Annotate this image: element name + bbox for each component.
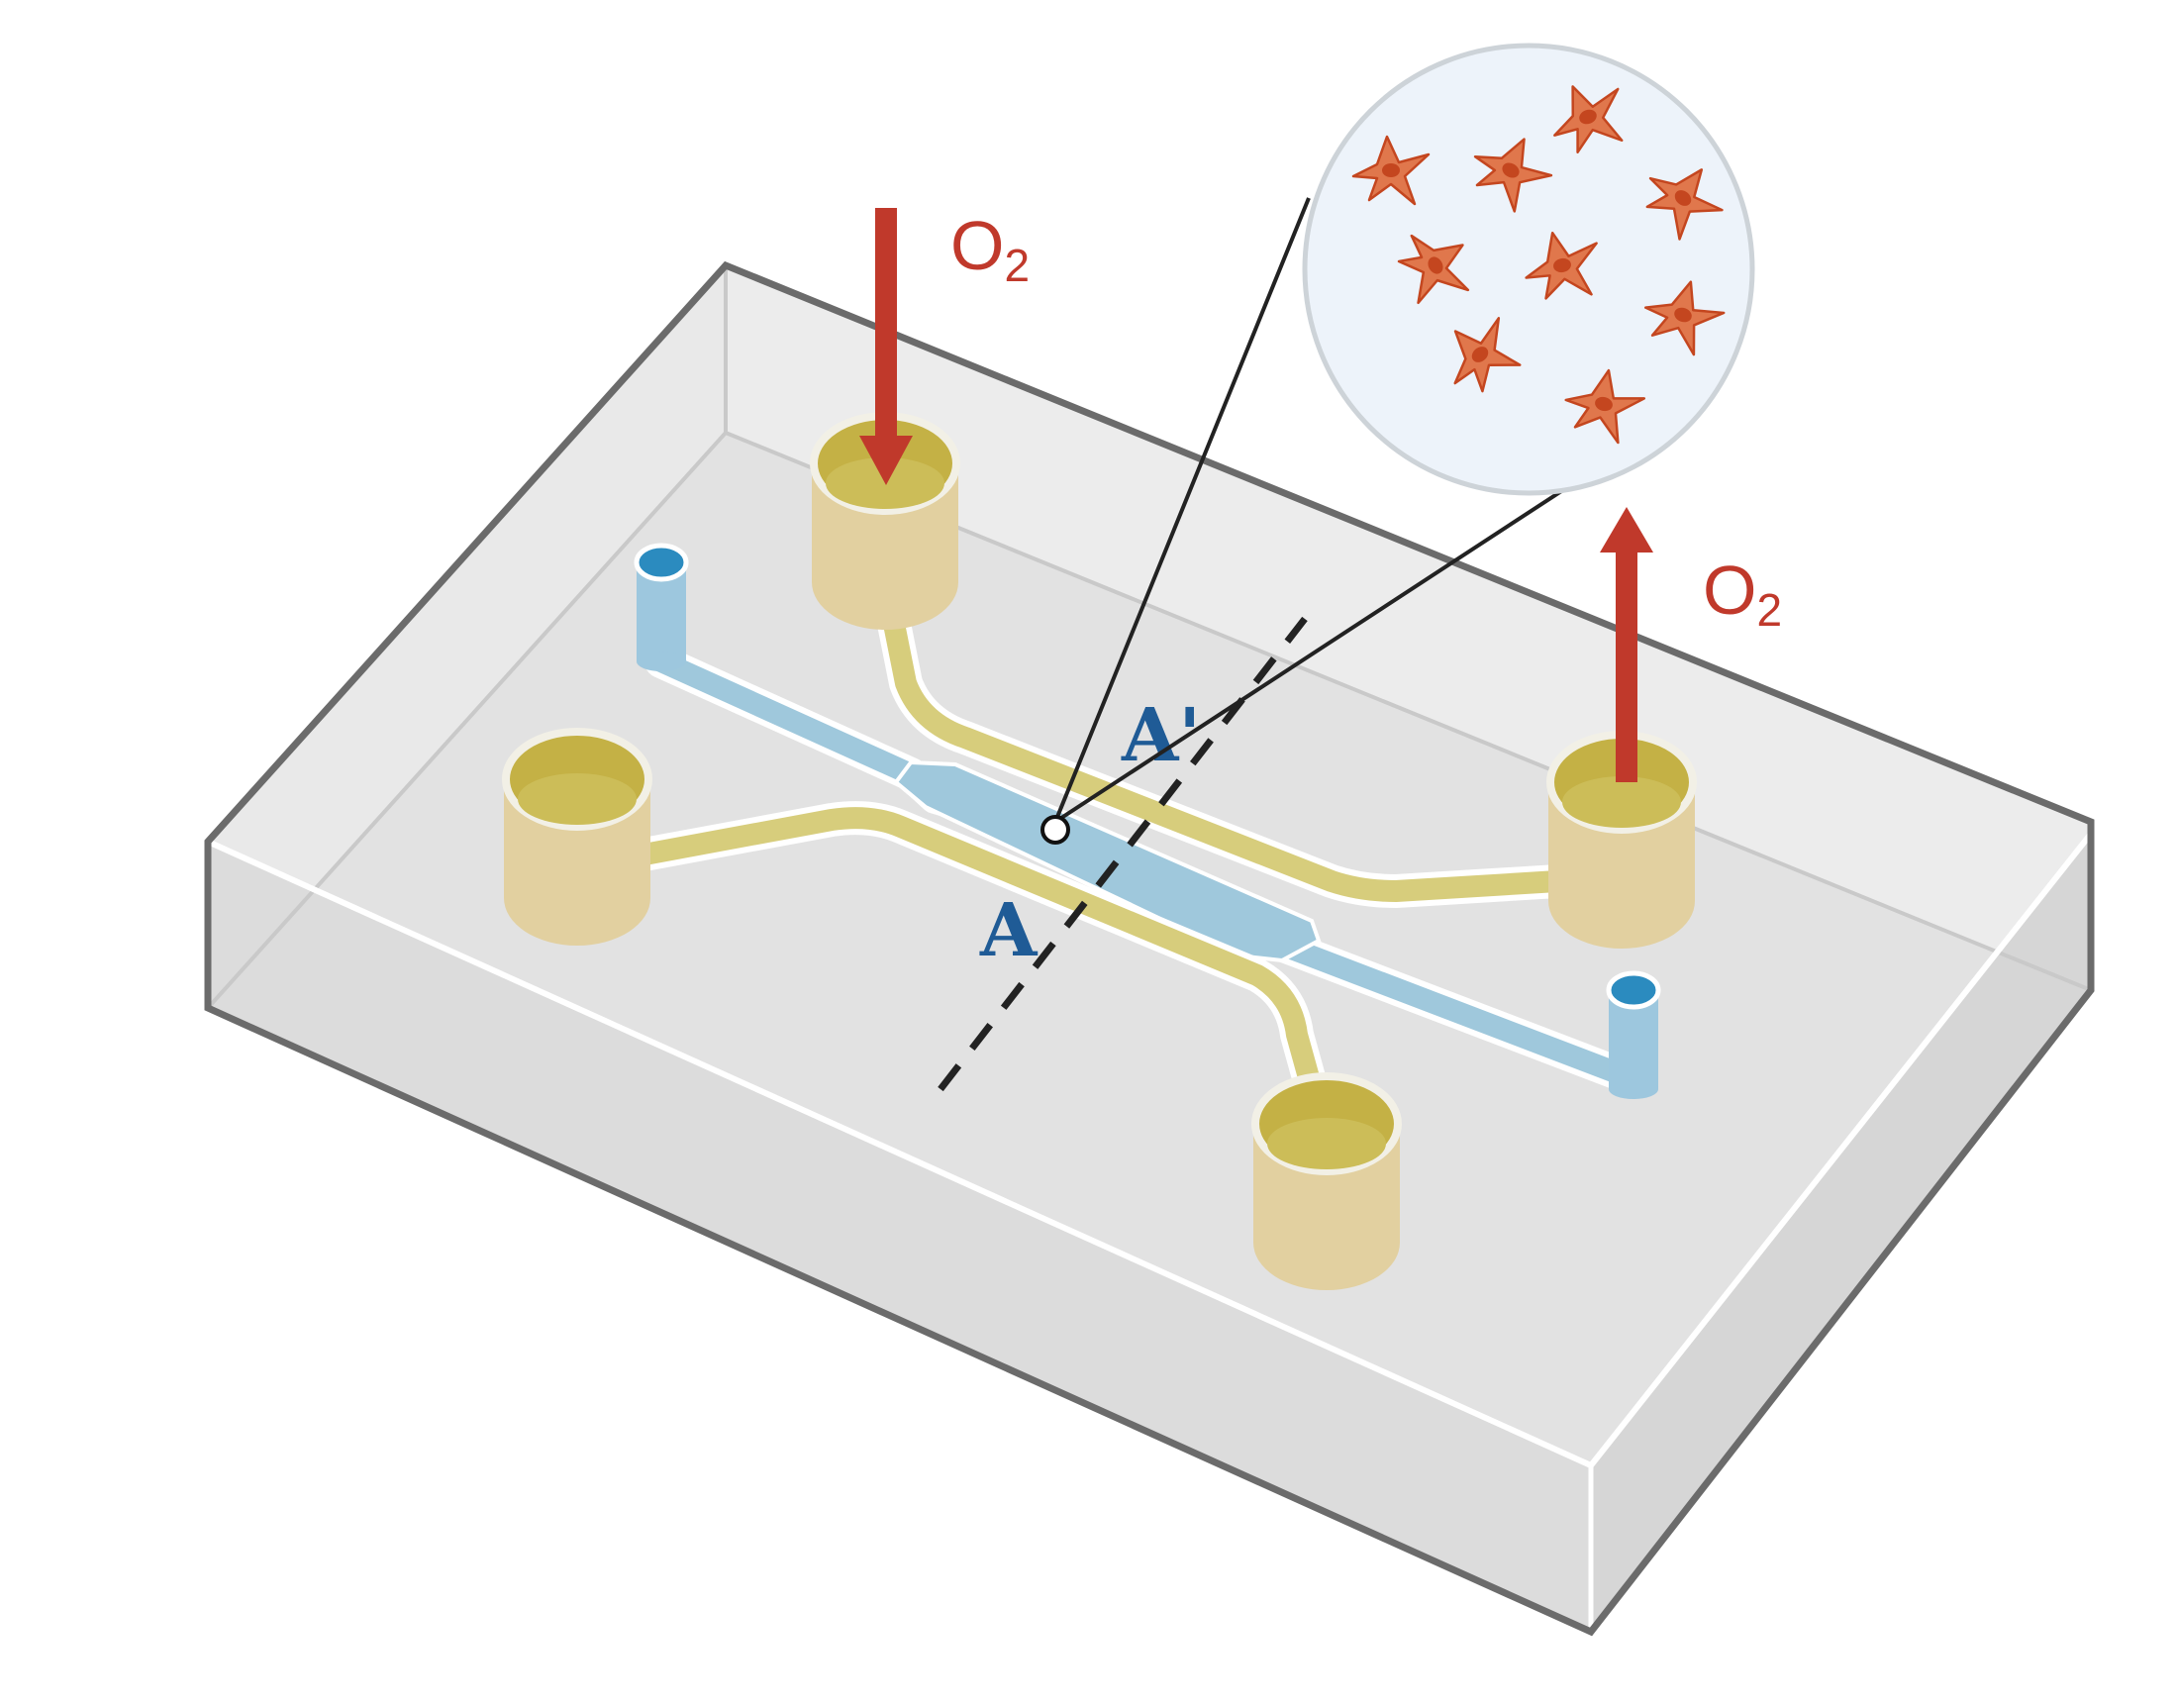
- cell-nucleus: [1553, 257, 1571, 273]
- cell-chamber: [893, 759, 1322, 963]
- blue-port-right: [1606, 970, 1661, 1099]
- chip-floor: [208, 433, 2091, 1632]
- magnifier: [1040, 43, 1755, 845]
- cell-nucleus: [1674, 307, 1692, 323]
- cell-icon: [1453, 317, 1522, 393]
- cell-icon: [1525, 231, 1598, 300]
- yellow-channel-upper: [882, 608, 1649, 902]
- cell-nucleus: [1428, 256, 1443, 274]
- yellow-channel-lower: [623, 807, 1326, 1110]
- channels: [617, 602, 1655, 1116]
- chip-block: [204, 260, 2095, 1637]
- blue-port-left: [634, 543, 689, 671]
- cell-nucleus: [1579, 109, 1597, 125]
- reservoir-right: [1546, 731, 1697, 949]
- cell-icon: [1397, 234, 1470, 305]
- cell-icon: [1645, 168, 1724, 241]
- magnifier-circle: [1302, 43, 1755, 496]
- chip-far-wall: [726, 265, 2091, 990]
- cell-icon: [1564, 368, 1646, 445]
- oxygen-arrow-up: [1600, 507, 1653, 782]
- cell-nucleus: [1595, 396, 1613, 412]
- cell-nucleus: [1382, 163, 1400, 177]
- cell-nucleus: [1502, 162, 1520, 178]
- cell-icon: [1643, 280, 1726, 356]
- cell-nucleus: [1674, 190, 1692, 206]
- cell-icon: [1351, 135, 1431, 206]
- chip-front-right-face: [1591, 834, 2091, 1632]
- reservoir-left: [502, 728, 652, 946]
- chip-back-wall: [208, 265, 726, 1008]
- cell-nucleus: [1471, 347, 1489, 362]
- zoom-point-circle: [1040, 815, 1070, 845]
- chip-front-left-face: [208, 842, 1591, 1632]
- section-label-A: A: [979, 888, 1039, 973]
- oxygen-arrow-down: [859, 208, 913, 485]
- oxygen-in-label: O2: [950, 207, 1030, 291]
- chip-outline: [204, 260, 2095, 1637]
- cell-icon: [1553, 85, 1624, 153]
- cell-icon: [1473, 138, 1553, 213]
- cell-group: [1351, 85, 1726, 445]
- reservoir-bottom: [1251, 1072, 1402, 1290]
- oxygen-out-label: O2: [1703, 552, 1782, 636]
